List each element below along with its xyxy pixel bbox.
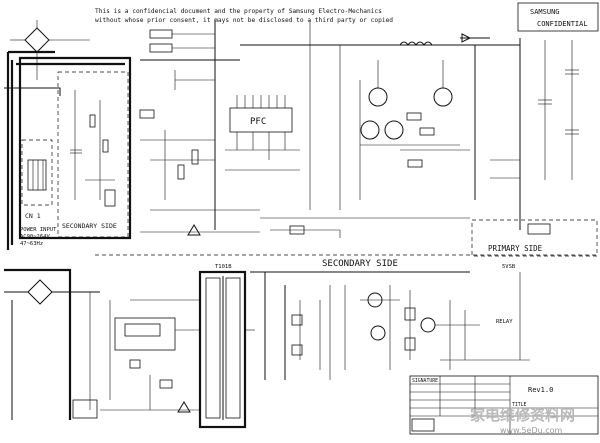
- power-input-label: POWER INPUT: [20, 227, 57, 233]
- transformer-label: T101B: [215, 264, 232, 270]
- secondary-side-small-label: SECONDARY SIDE: [62, 222, 117, 230]
- watermark-text: 家电维修资料网: [470, 406, 575, 424]
- confidential-notice-line1: This is a confidencial document and the …: [95, 8, 382, 15]
- lower-left-control: [72, 292, 200, 419]
- primary-side-label: PRIMARY SIDE: [488, 244, 543, 253]
- confidential-notice-line2: without whose prior consent, it mays not…: [95, 17, 393, 24]
- sense-label: 5VSB: [502, 264, 516, 270]
- secondary-side-small-box: SECONDARY SIDE: [57, 71, 129, 238]
- title-block: SIGNATURE TITLE Rev1.0: [409, 375, 599, 435]
- connector-cn1: CN 1: [21, 139, 53, 220]
- transformer-t101b: T101B: [198, 264, 247, 429]
- title-label: TITLE: [512, 402, 527, 408]
- relay-label: RELAY: [496, 319, 513, 325]
- power-input-frequency: 47~63Hz: [20, 241, 43, 247]
- power-bus-left: [4, 50, 132, 250]
- top-center-components: [139, 20, 260, 230]
- secondary-side-main-label: SECONDARY SIDE: [322, 259, 398, 269]
- confidential-stamp: SAMSUNG CONFIDENTIAL: [517, 2, 599, 32]
- site-watermark: 家电维修资料网 www.5eDu.com: [470, 406, 575, 435]
- primary-mosfets: [360, 60, 470, 168]
- bridge-rectifier-bottom: [4, 268, 100, 420]
- pfc-label: PFC: [250, 117, 266, 127]
- stamp-line2: CONFIDENTIAL: [537, 20, 588, 28]
- bridge-rectifier-top: [10, 20, 90, 80]
- power-input-voltage: AC90~264V: [20, 234, 50, 240]
- primary-side-box: PRIMARY SIDE: [471, 219, 598, 257]
- watermark-url: www.5eDu.com: [500, 426, 563, 435]
- top-power-rail: [240, 20, 521, 230]
- secondary-side-main-box: SECONDARY SIDE: [95, 254, 598, 269]
- middle-wiring: [140, 217, 470, 238]
- left-small-circuit: [70, 90, 116, 207]
- signature-label: SIGNATURE: [412, 378, 438, 384]
- revision-label: Rev1.0: [528, 386, 553, 394]
- pfc-controller-ic: PFC: [225, 95, 300, 171]
- connector-label: CN 1: [25, 212, 41, 220]
- secondary-circuits: [245, 271, 530, 380]
- stamp-line1: SAMSUNG: [530, 8, 560, 16]
- right-capacitor-bank: [490, 40, 579, 180]
